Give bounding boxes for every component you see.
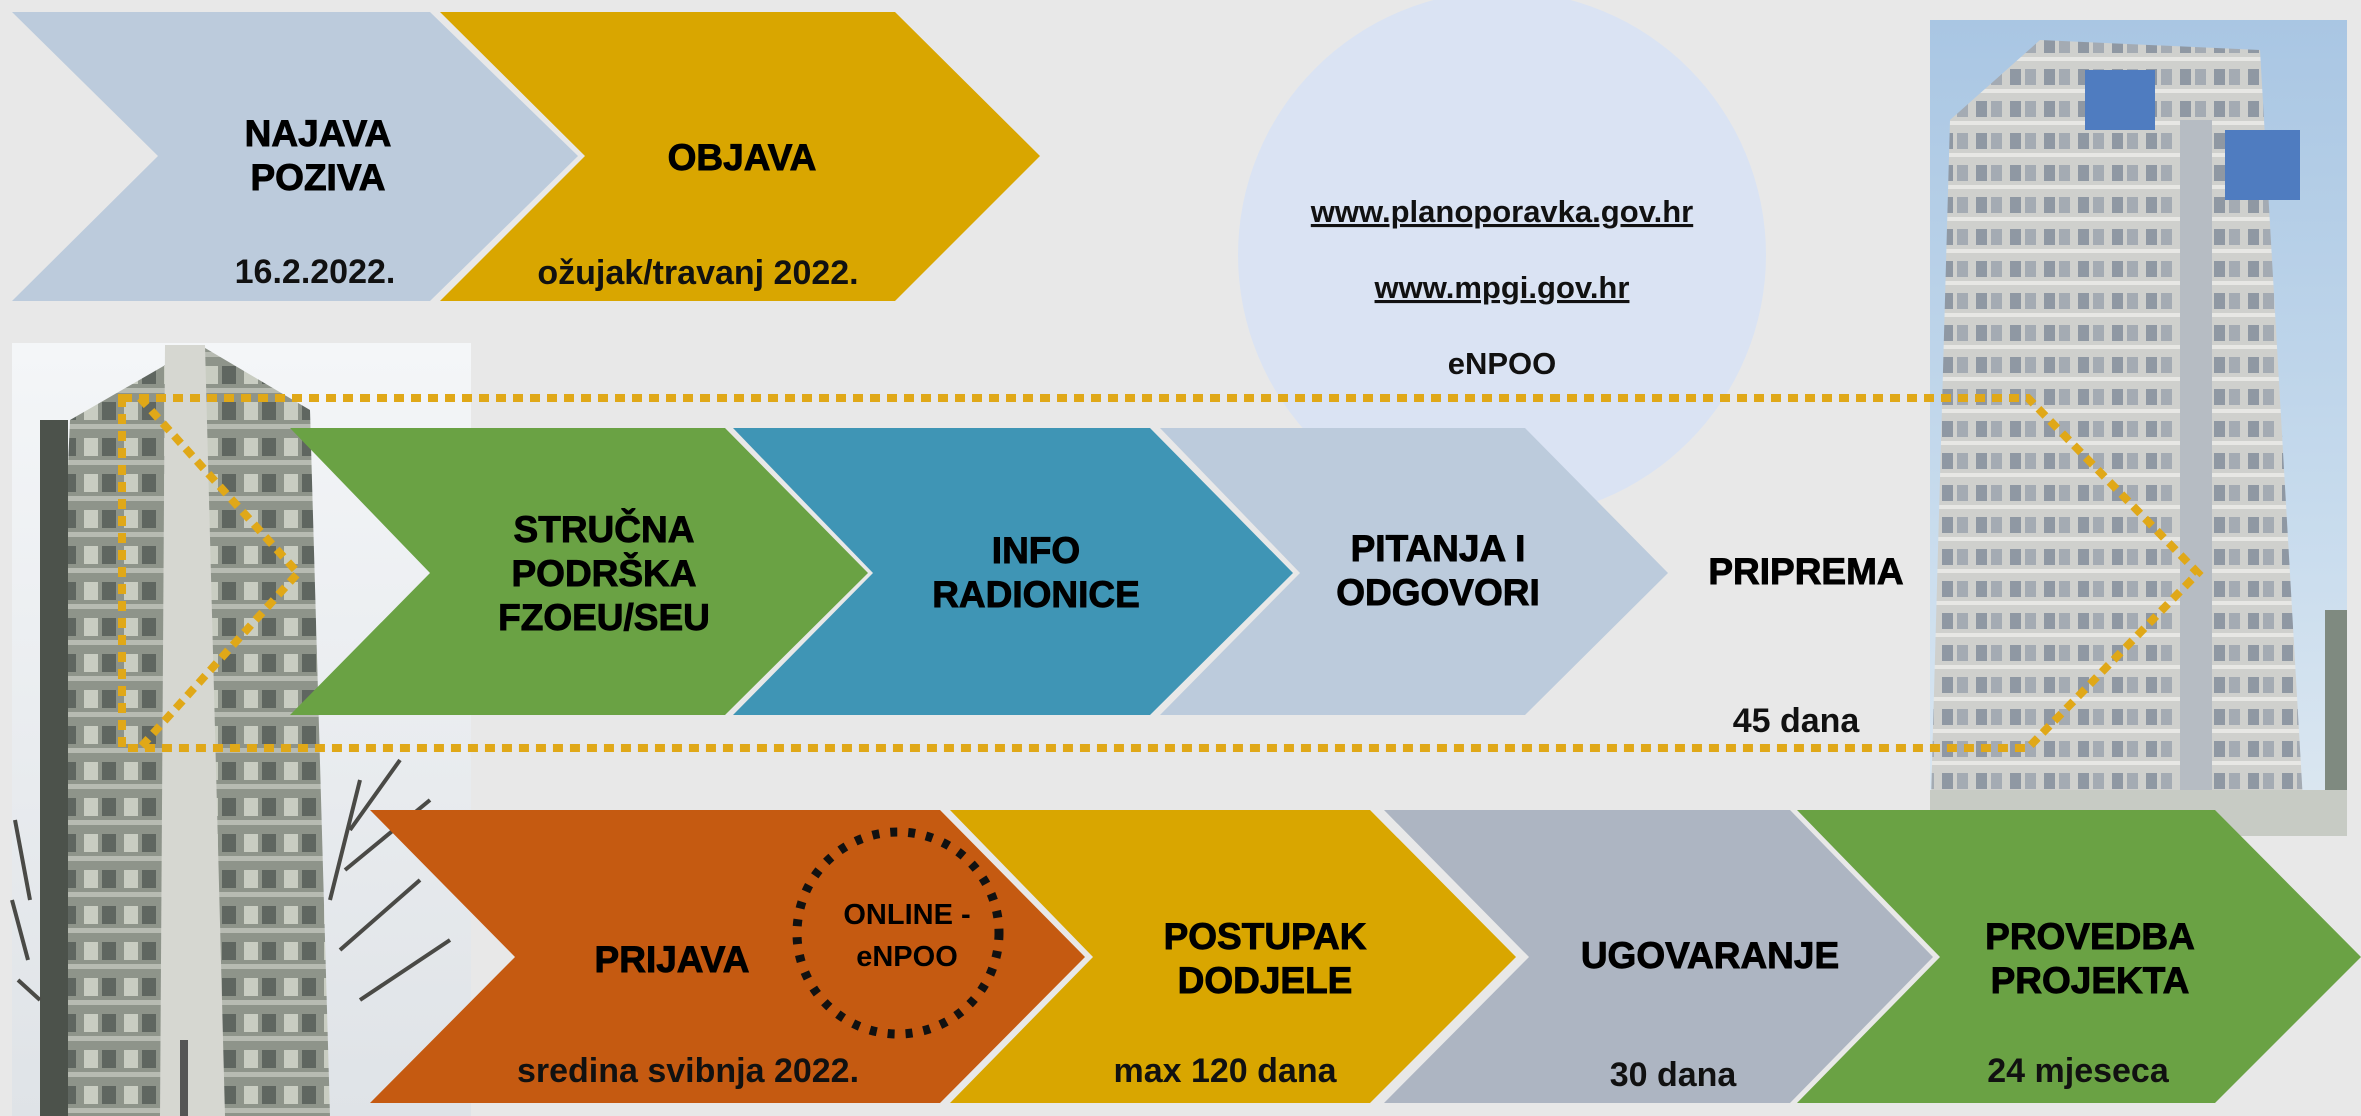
provedba-label-line1: PROVEDBA [1985, 916, 2195, 957]
info-label-line1: INFO [992, 530, 1080, 571]
info-circle: www.planoporavka.gov.hr www.mpgi.gov.hr … [1238, 0, 1766, 519]
preparation-phase-outline-left [137, 395, 304, 751]
postupak-duration: max 120 dana [1113, 1052, 1337, 1090]
priprema-label: PRIPREMA [1708, 551, 1903, 592]
najava-date: 16.2.2022. [235, 253, 396, 291]
ugovaranje-duration: 30 dana [1610, 1056, 1738, 1094]
step-objava: OBJAVA ožujak/travanj 2022. [440, 12, 1040, 301]
step-prijava: PRIJAVA ONLINE - eNPOO sredina svibnja 2… [370, 810, 1085, 1103]
step-pitanja-i-odgovori: PITANJA I ODGOVORI [1160, 428, 1668, 715]
strucna-label-line2: PODRŠKA [511, 552, 696, 594]
online-label-line2: eNPOO [856, 941, 958, 973]
najava-label-line1: NAJAVA [245, 113, 392, 154]
step-postupak-dodjele: POSTUPAK DODJELE max 120 dana [950, 810, 1516, 1103]
step-priprema: PRIPREMA 45 dana [1708, 551, 1904, 740]
objava-label: OBJAVA [668, 137, 817, 178]
step-ugovaranje: UGOVARANJE 30 dana [1384, 810, 1933, 1103]
prijava-date: sredina svibnja 2022. [517, 1052, 859, 1090]
provedba-duration: 24 mjeseca [1987, 1052, 2170, 1090]
provedba-label-line2: PROJEKTA [1991, 960, 2190, 1001]
enpoo-label: eNPOO [1448, 346, 1557, 381]
link-mpgi[interactable]: www.mpgi.gov.hr [1374, 270, 1630, 305]
online-label-line1: ONLINE - [843, 899, 970, 931]
prijava-label: PRIJAVA [595, 939, 750, 980]
pitanja-label-line1: PITANJA I [1351, 528, 1526, 569]
postupak-label-line1: POSTUPAK [1164, 916, 1367, 957]
step-info-radionice: INFO RADIONICE [733, 428, 1293, 715]
right-building-photo [1930, 20, 2347, 836]
objava-date: ožujak/travanj 2022. [537, 254, 858, 292]
pitanja-label-line2: ODGOVORI [1336, 572, 1540, 613]
ugovaranje-label: UGOVARANJE [1581, 935, 1839, 976]
step-strucna-podrska: STRUČNA PODRŠKA FZOEU/SEU [290, 428, 868, 715]
step-najava-poziva: NAJAVA POZIVA 16.2.2022. [12, 12, 578, 301]
info-label-line2: RADIONICE [932, 574, 1140, 615]
preparation-phase-outline [118, 394, 2204, 752]
strucna-label-line3: FZOEU/SEU [498, 597, 710, 638]
link-planoporavka[interactable]: www.planoporavka.gov.hr [1310, 194, 1693, 229]
priprema-duration: 45 dana [1733, 702, 1861, 740]
najava-label-line2: POZIVA [251, 157, 386, 198]
step-provedba-projekta: PROVEDBA PROJEKTA 24 mjeseca [1797, 810, 2361, 1103]
online-enpoo-badge [792, 827, 1004, 1039]
postupak-label-line2: DODJELE [1178, 960, 1353, 1001]
strucna-label-line1: STRUČNA [514, 508, 695, 550]
